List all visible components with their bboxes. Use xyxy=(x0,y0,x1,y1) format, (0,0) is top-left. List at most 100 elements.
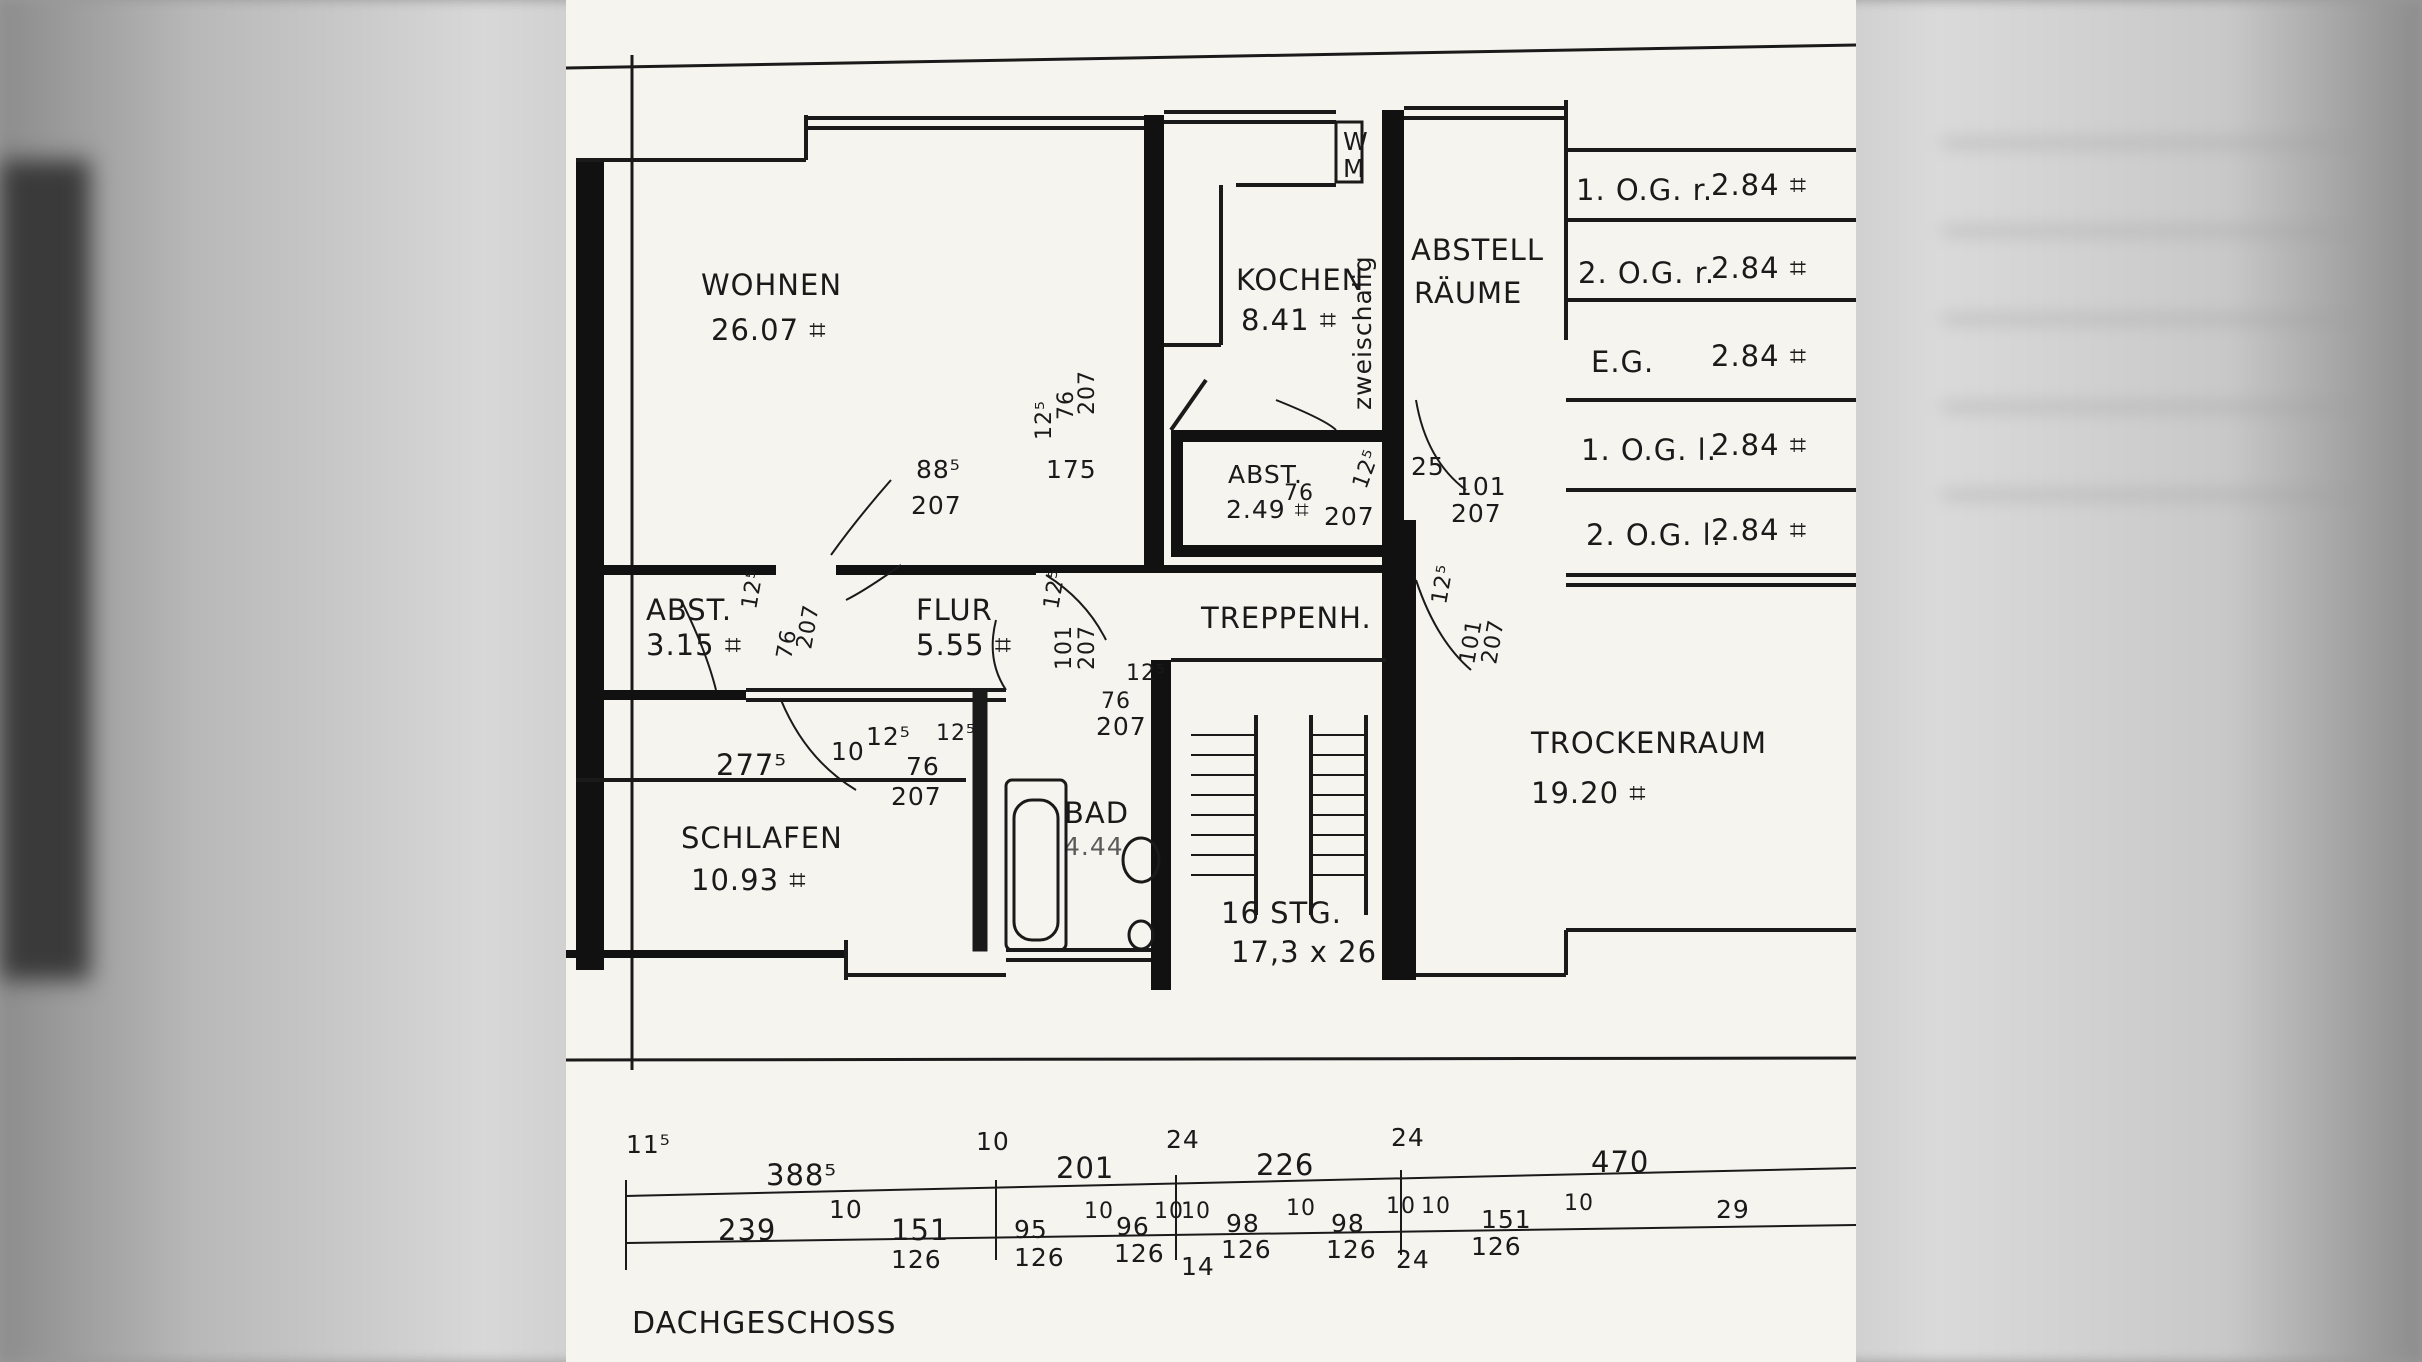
walls xyxy=(566,110,1416,990)
dim-label: 12⁵ xyxy=(936,721,976,746)
dim-label: 12⁵ xyxy=(1039,567,1071,611)
dim-row2-label: 95 xyxy=(1014,1215,1048,1244)
stair-dimensions: 17,3 x 26 xyxy=(1231,935,1377,969)
dim-label: 10 xyxy=(831,737,865,766)
dim-row1-label: 226 xyxy=(1256,1148,1314,1182)
wm-label-top: W xyxy=(1343,127,1369,156)
dim-label: 207 xyxy=(911,491,962,520)
storage-row-3-label: E.G. xyxy=(1591,345,1654,379)
dim-row3-label: 24 xyxy=(1396,1245,1430,1274)
room-abst-left-name: ABST. xyxy=(646,593,732,627)
dim-row1-label: 24 xyxy=(1166,1125,1200,1154)
frame-lines xyxy=(566,43,1856,1070)
dim-label: 25 xyxy=(1411,452,1445,481)
dim-row2-label: 10 xyxy=(1421,1194,1451,1219)
dim-label: 76 xyxy=(772,627,802,661)
storage-row-5-label: 2. O.G. l. xyxy=(1586,518,1722,552)
dim-label: 76 xyxy=(1054,390,1079,420)
dim-row2-label: 10 xyxy=(1564,1191,1594,1216)
stair-treads xyxy=(1191,734,1366,876)
dim-row2-label: 98 xyxy=(1331,1209,1365,1238)
dim-label: 76 xyxy=(906,752,940,781)
storage-row-5-value: 2.84 ⌗ xyxy=(1711,513,1807,547)
storage-row-1-value: 2.84 ⌗ xyxy=(1711,168,1807,202)
dim-label: 207 xyxy=(1075,370,1100,415)
storage-row-1-label: 1. O.G. r. xyxy=(1576,173,1713,207)
dim-label: 207 xyxy=(1096,712,1147,741)
door-swings xyxy=(680,399,1472,791)
room-flur-area: 5.55 ⌗ xyxy=(916,628,1012,662)
dim-row1-label: 10 xyxy=(976,1127,1010,1156)
dim-row1-label: 11⁵ xyxy=(626,1130,671,1159)
dim-label: 12⁵ xyxy=(1032,400,1057,440)
dim-row3-label: 126 xyxy=(891,1245,942,1274)
stair-steps: 16 STG. xyxy=(1221,896,1342,930)
dim-label: 207 xyxy=(1451,499,1502,528)
dim-row3-label: 126 xyxy=(1471,1232,1522,1261)
wm-box: W M xyxy=(1334,120,1369,184)
dim-row1-label: 388⁵ xyxy=(766,1158,837,1192)
dim-label: 207 xyxy=(891,782,942,811)
dim-row3-label: 126 xyxy=(1326,1235,1377,1264)
bottom-dimensions: 11⁵ 388⁵ 10 201 24 226 24 470 239 10 151… xyxy=(626,1123,1750,1281)
room-labels: WOHNEN 26.07 ⌗ KOCHEN 8.41 ⌗ ABSTELL RÄU… xyxy=(646,233,1767,969)
dim-row1-label: 201 xyxy=(1056,1151,1114,1185)
storage-table: 1. O.G. r. 2.84 ⌗ 2. O.G. r. 2.84 ⌗ E.G.… xyxy=(1576,168,1807,552)
room-abstell-line1: ABSTELL xyxy=(1411,233,1544,267)
room-abst-small-area: 2.49 ⌗ xyxy=(1226,495,1310,524)
storage-row-2-label: 2. O.G. r. xyxy=(1578,256,1715,290)
dim-row2-label: 10 xyxy=(829,1195,863,1224)
room-flur-name: FLUR xyxy=(916,593,993,627)
dim-row2-label: 151 xyxy=(1481,1205,1532,1234)
floor-label: DACHGESCHOSS xyxy=(632,1306,897,1341)
storage-row-3-value: 2.84 ⌗ xyxy=(1711,339,1807,373)
storage-row-4-label: 1. O.G. l. xyxy=(1581,433,1717,467)
room-wohnen-area: 26.07 ⌗ xyxy=(711,313,827,347)
dim-label: 207 xyxy=(792,602,824,651)
dim-row2-label: 10 xyxy=(1286,1196,1316,1221)
room-abst-left-area: 3.15 ⌗ xyxy=(646,628,742,662)
dim-row3-label: 126 xyxy=(1114,1239,1165,1268)
dim-row2-label: 239 xyxy=(718,1213,776,1247)
room-bad-name: BAD xyxy=(1064,796,1129,830)
storage-row-4-value: 2.84 ⌗ xyxy=(1711,428,1807,462)
room-kochen-area: 8.41 ⌗ xyxy=(1241,303,1337,337)
room-abstell-line2: RÄUME xyxy=(1414,276,1522,310)
dim-label: 76 xyxy=(1284,481,1314,506)
dim-label: 76 xyxy=(1101,689,1131,714)
dim-label: 12⁵ xyxy=(1126,661,1166,686)
dim-label: 207 xyxy=(1324,502,1375,531)
dim-row2-label: 10 xyxy=(1386,1194,1416,1219)
floor-plan-sheet: W M WOHNEN 26.07 ⌗ KOCHEN 8.41 ⌗ ABSTELL… xyxy=(566,0,1856,1362)
dim-label: 12⁵ xyxy=(866,722,911,751)
zweischalig-label: zweischalig xyxy=(1348,255,1377,410)
room-kochen-name: KOCHEN xyxy=(1236,263,1364,297)
room-bad-area: 4.44 xyxy=(1064,832,1124,861)
dim-row2-label: 10 xyxy=(1181,1199,1211,1224)
room-trockenraum-name: TROCKENRAUM xyxy=(1530,726,1767,760)
dim-label: 101 xyxy=(1456,472,1507,501)
dim-label: 12⁵ xyxy=(1427,562,1459,606)
wm-label-bottom: M xyxy=(1343,154,1366,183)
dim-row1-label: 24 xyxy=(1391,1123,1425,1152)
dim-label: 88⁵ xyxy=(916,455,961,484)
dim-row2-label: 29 xyxy=(1716,1195,1750,1224)
dim-label: 101 xyxy=(1052,625,1077,670)
dim-row3-label: 14 xyxy=(1181,1252,1215,1281)
dim-row2-label: 10 xyxy=(1084,1199,1114,1224)
room-trockenraum-area: 19.20 ⌗ xyxy=(1531,776,1647,810)
dim-row2-label: 96 xyxy=(1116,1212,1150,1241)
floor-plan-drawing: W M WOHNEN 26.07 ⌗ KOCHEN 8.41 ⌗ ABSTELL… xyxy=(566,43,1856,1341)
room-schlafen-name: SCHLAFEN xyxy=(681,821,843,855)
dim-row2-label: 151 xyxy=(891,1213,949,1247)
room-abst-small-name: ABST. xyxy=(1228,460,1303,489)
dim-row2-label: 10 xyxy=(1154,1199,1184,1224)
room-treppenh-name: TREPPENH. xyxy=(1200,601,1372,635)
bathroom-fixtures xyxy=(972,688,1161,952)
room-wohnen-name: WOHNEN xyxy=(701,268,842,302)
dim-label: 175 xyxy=(1046,455,1097,484)
thin-lines xyxy=(576,100,1856,980)
room-schlafen-area: 10.93 ⌗ xyxy=(691,863,807,897)
dim-row2-label: 98 xyxy=(1226,1209,1260,1238)
dim-label: 12⁵ xyxy=(1348,446,1385,492)
